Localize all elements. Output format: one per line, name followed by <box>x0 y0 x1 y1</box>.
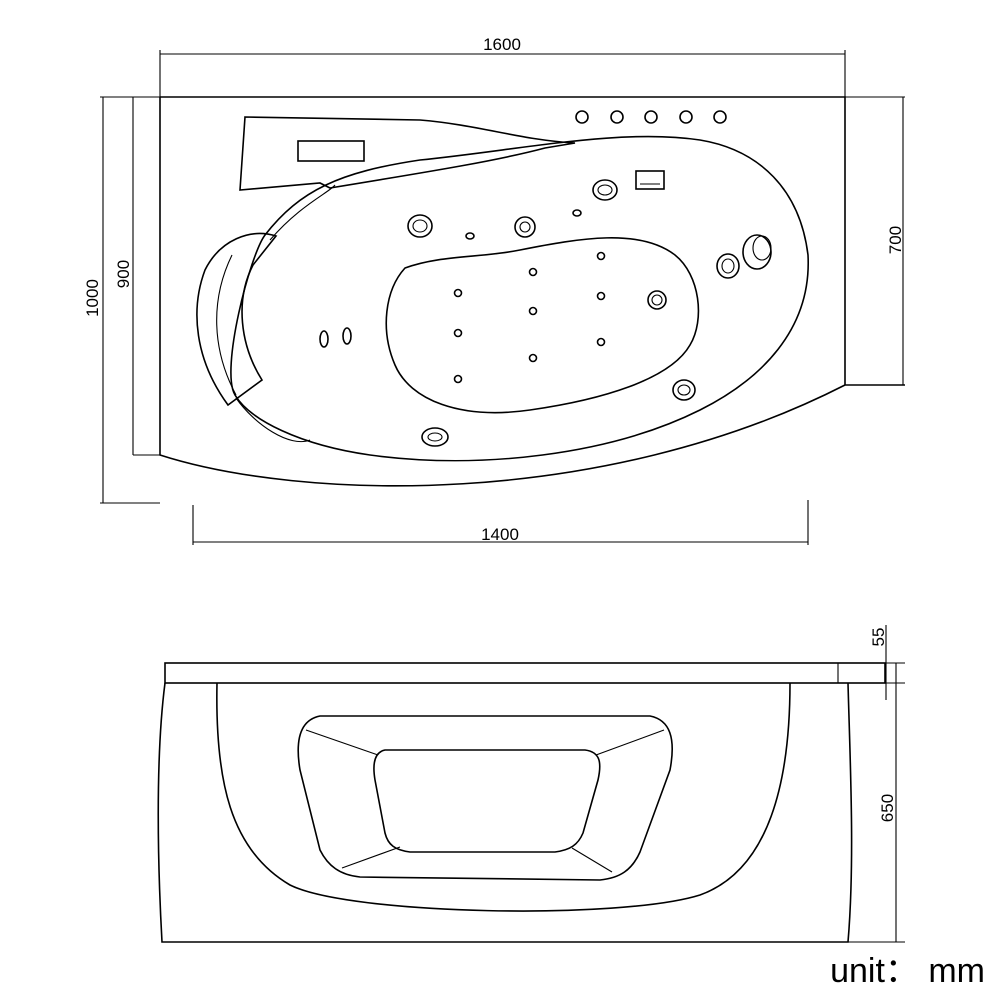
dimension-label-right-depth: 700 <box>886 226 905 254</box>
control-button-3 <box>644 110 658 124</box>
control-button-2 <box>610 110 624 124</box>
air-jet-icon <box>596 337 606 347</box>
jet-icon <box>342 327 352 345</box>
window-bevel-tr <box>595 729 665 756</box>
jet-icon <box>672 379 696 401</box>
jets <box>319 179 740 447</box>
air-jet-icon <box>596 291 606 301</box>
air-jet-icon <box>528 353 538 363</box>
jet-icon <box>721 258 735 274</box>
jet-icon <box>427 432 443 442</box>
head-pillow-curve <box>235 397 311 443</box>
dimension-top-width: 1600 <box>159 35 846 97</box>
jet-icon <box>514 216 536 238</box>
dimension-side-height: 650 <box>848 662 905 943</box>
control-buttons <box>575 110 727 124</box>
air-jet-icon <box>453 374 463 384</box>
air-jet-icon <box>528 306 538 316</box>
jet-icon <box>716 253 740 279</box>
dimension-label-side-height: 650 <box>878 794 897 822</box>
control-button-4 <box>679 110 693 124</box>
front-view: 55 650 <box>157 625 905 943</box>
air-jet-icon <box>453 288 463 298</box>
window-bevel-bl <box>341 846 401 869</box>
jet-icon <box>412 219 428 233</box>
display-panel <box>297 140 365 162</box>
front-window-outer <box>297 715 673 881</box>
jet-icon <box>465 232 475 240</box>
back-curve <box>269 184 336 241</box>
jet-icon <box>319 330 329 348</box>
jet-icon <box>592 179 618 201</box>
jet-icon <box>597 184 613 196</box>
tub-floor <box>385 237 700 414</box>
jet-icon <box>421 427 449 447</box>
window-bevel-tl <box>305 729 379 756</box>
jet-icon <box>407 214 433 238</box>
dimension-bottom-width: 1400 <box>192 500 809 545</box>
jet-icon <box>651 294 663 306</box>
jet-icon <box>572 209 582 217</box>
dimension-total-depth: 1000 <box>83 96 160 504</box>
dimension-right-depth: 700 <box>845 96 905 385</box>
top-view: 1600 1000 900 700 1400 <box>83 35 905 545</box>
air-jet-icon <box>596 251 606 261</box>
small-display <box>635 170 665 190</box>
dimension-label-left-depth: 900 <box>114 260 133 288</box>
unit-label: unit： mm <box>830 952 985 990</box>
jet-icon <box>519 221 531 233</box>
top-view-outline <box>159 96 905 487</box>
dimension-label-top-width: 1600 <box>483 35 521 54</box>
dimension-label-bottom-width: 1400 <box>481 525 519 544</box>
jet-icon <box>647 290 667 310</box>
headrest-inner <box>216 254 237 396</box>
jet-icon <box>677 384 691 396</box>
window-bevel-br <box>571 847 613 873</box>
inner-basin-outline <box>230 135 809 462</box>
headrest <box>196 232 278 407</box>
air-jet-icon <box>453 328 463 338</box>
dimension-left-depth: 900 <box>114 96 160 456</box>
floor-air-jets <box>453 251 606 384</box>
dimension-label-total-depth: 1000 <box>83 279 102 317</box>
control-button-5 <box>713 110 727 124</box>
knob-icon <box>742 234 772 270</box>
control-button-1 <box>575 110 589 124</box>
air-jet-icon <box>528 267 538 277</box>
dimension-label-rim-height: 55 <box>869 628 888 647</box>
faucet-knob <box>742 234 772 270</box>
control-strip <box>239 116 576 191</box>
front-rim <box>164 662 886 684</box>
front-apron-outline <box>157 682 853 943</box>
front-apron-inner <box>216 682 791 912</box>
knob-icon <box>752 235 772 261</box>
front-window-inner <box>373 749 601 853</box>
